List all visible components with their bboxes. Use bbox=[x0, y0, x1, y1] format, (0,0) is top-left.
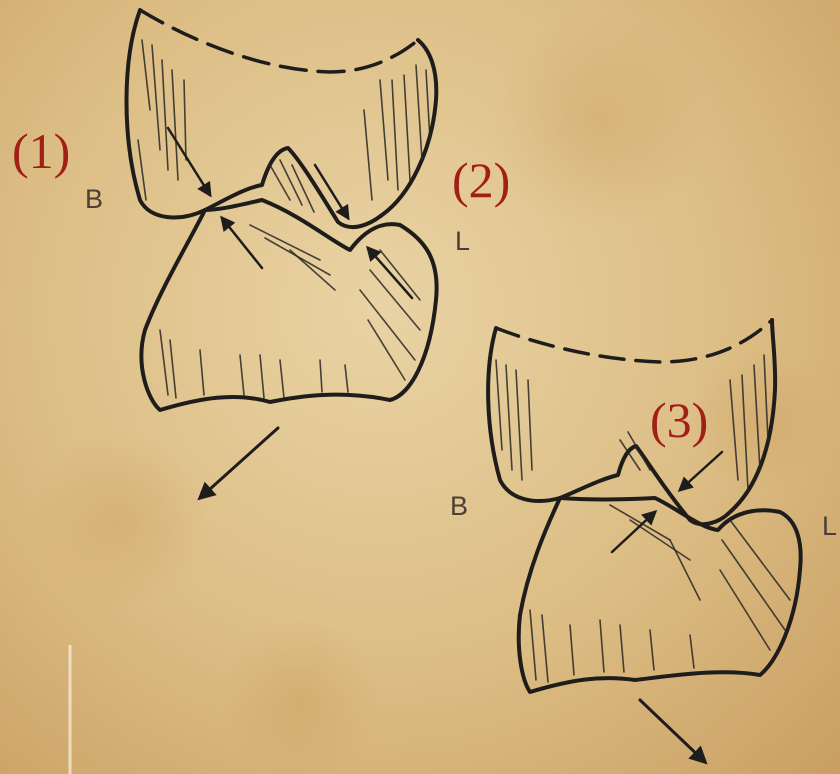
buccal-label-top: B bbox=[85, 184, 103, 214]
label-3: (3) bbox=[650, 392, 708, 448]
label-2: (2) bbox=[452, 152, 510, 208]
movement-arrow bbox=[640, 700, 705, 762]
lower-tooth-2 bbox=[519, 498, 801, 762]
lingual-label-top: L bbox=[455, 226, 470, 256]
lower-tooth-2-hatching bbox=[530, 505, 790, 682]
force-arrow bbox=[222, 218, 262, 268]
force-arrow bbox=[368, 248, 412, 298]
label-1: (1) bbox=[12, 123, 70, 179]
lingual-label-bottom: L bbox=[822, 511, 837, 541]
lower-tooth-1-hatching bbox=[160, 225, 420, 398]
tooth-pair-upper bbox=[127, 10, 437, 498]
movement-arrow bbox=[200, 428, 278, 498]
upper-tooth-1 bbox=[127, 10, 437, 227]
force-arrow bbox=[168, 128, 210, 195]
buccal-label-bottom: B bbox=[450, 491, 468, 521]
lower-tooth-1 bbox=[141, 200, 436, 498]
